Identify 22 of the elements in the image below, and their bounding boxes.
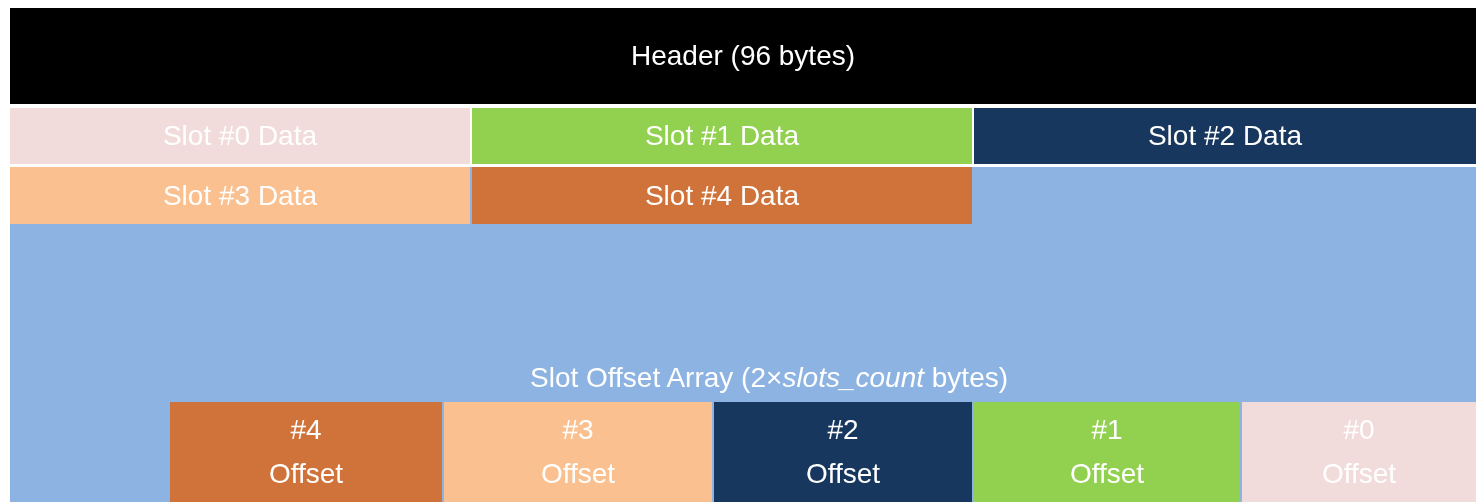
block-label: Header (96 bytes)	[630, 39, 856, 73]
block-label: Slot #4 Data	[644, 178, 800, 213]
block-label: Slot #2 Data	[1147, 119, 1303, 153]
offset-cell	[444, 402, 712, 502]
slot-data-block	[10, 108, 470, 164]
slot-data-block	[974, 108, 1476, 164]
block-label: #4 Offset	[268, 413, 344, 491]
offset-cell	[170, 402, 442, 502]
slot-data-block	[472, 167, 972, 224]
header-bar	[10, 8, 1476, 104]
offset-cell	[974, 402, 1240, 502]
offset-cell	[1242, 402, 1476, 502]
block-label: #1 Offset	[1069, 413, 1145, 491]
area-title: Slot Offset Array (2×slots_count bytes)	[530, 361, 1009, 395]
slot-data-block	[10, 167, 470, 224]
block-label: Slot #3 Data	[162, 178, 318, 213]
block-label: #3 Offset	[540, 413, 616, 491]
block-label: Slot #1 Data	[644, 119, 800, 153]
slot-data-block	[472, 108, 972, 164]
block-label: #2 Offset	[805, 413, 881, 491]
offset-cell	[714, 402, 972, 502]
offset-array-area	[10, 167, 1476, 502]
